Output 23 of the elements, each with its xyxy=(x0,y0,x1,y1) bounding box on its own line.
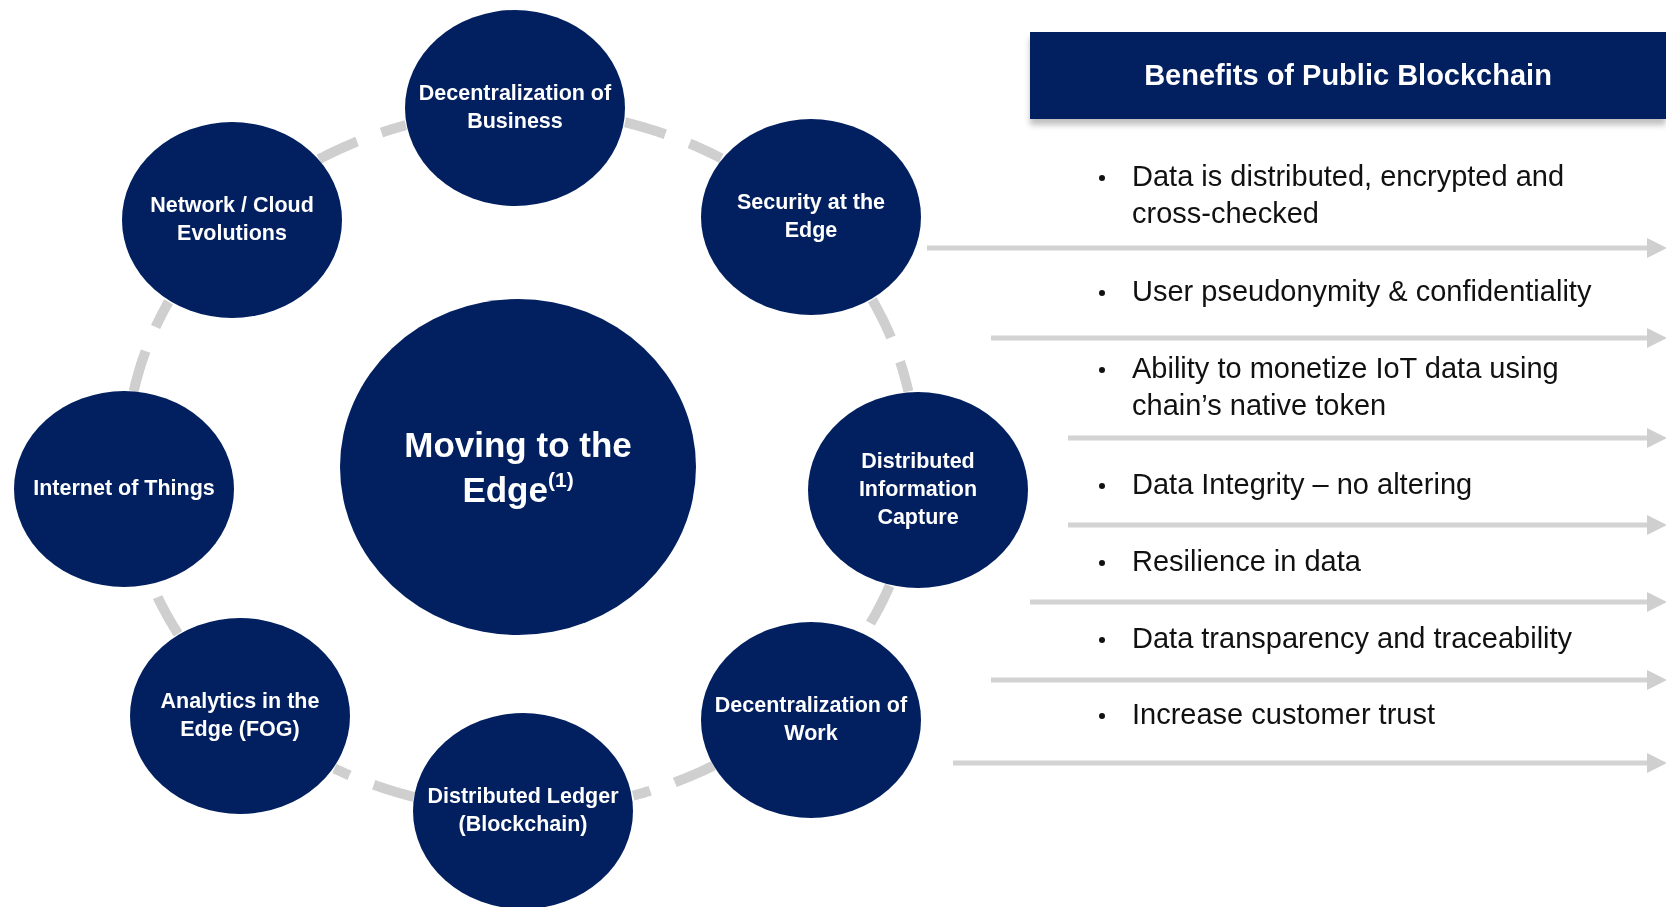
ring-segment xyxy=(867,296,914,395)
bullet-text: Ability to monetize IoT data using chain’s native token xyxy=(1132,351,1560,424)
header-title: Benefits of Public Blockchain xyxy=(1144,59,1552,92)
circle-label: Internet of Things xyxy=(33,475,215,503)
circle-label: Decentralization of Business xyxy=(417,80,613,135)
circle-label: Decentralization of Work xyxy=(713,692,909,747)
bullet-text: Data transparency and traceability xyxy=(1132,621,1574,656)
ring-segment xyxy=(621,117,725,163)
ring-segment xyxy=(128,298,174,395)
circle-label: Network / Cloud Evolutions xyxy=(149,192,315,247)
ring-segment xyxy=(315,120,410,164)
circle-label: Distributed Ledger (Blockchain) xyxy=(426,783,620,838)
bullet-text: Data is distributed, encrypted and cross-checked xyxy=(1132,159,1566,232)
circle-label: Analytics in the Edge (FOG) xyxy=(159,688,321,743)
bullet-text: Increase customer trust xyxy=(1132,697,1436,732)
header-bar xyxy=(1030,32,1666,119)
circle-label: Distributed Information Capture xyxy=(857,448,979,531)
bullet-text: Resilience in data xyxy=(1132,544,1362,579)
circle-label: Moving to the Edge$^{(1)}$ xyxy=(403,423,633,511)
bullet-text: Data Integrity – no altering xyxy=(1132,467,1474,502)
bullet-text: User pseudonymity & confidentiality xyxy=(1132,274,1593,309)
circle-label: Security at the Edge xyxy=(735,189,887,244)
ring-segment xyxy=(629,761,717,801)
